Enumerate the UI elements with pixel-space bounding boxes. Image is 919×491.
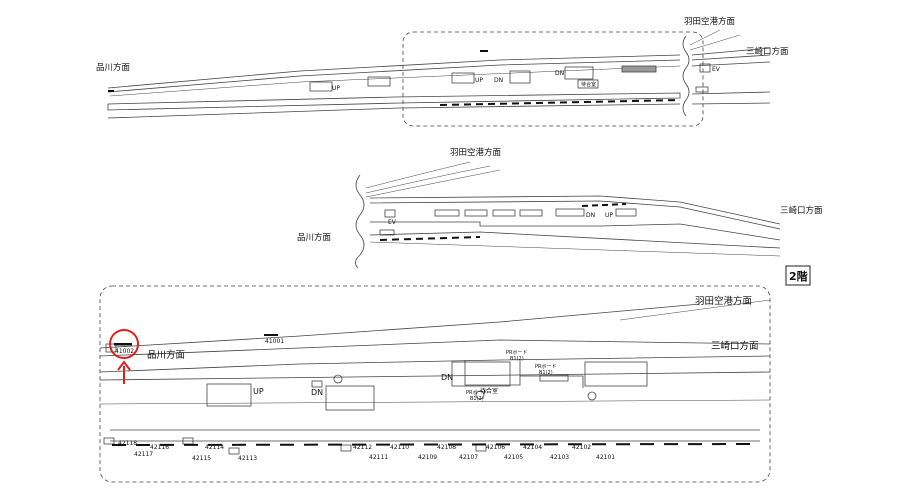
code-41001: 41001 — [265, 338, 284, 345]
top-diagram-labels: 羽田空港方面 三崎口方面 品川方面 UP UP DN DN 待合室 EV — [96, 16, 789, 92]
floor-badge: 2階 — [785, 265, 811, 286]
code-bottom: 42101 — [596, 454, 615, 461]
mid-ev-label: EV — [388, 219, 397, 226]
top-dn-label: DN — [494, 77, 503, 84]
top-diagram — [107, 29, 771, 127]
code-bottom: 42111 — [369, 454, 388, 461]
mid-dir-haneda: 羽田空港方面 — [450, 147, 502, 158]
top-ev-label: EV — [712, 66, 721, 73]
top-dir-haneda: 羽田空港方面 — [684, 16, 736, 27]
mid-dir-shinagawa: 品川方面 — [297, 232, 332, 243]
main-dn-label: DN — [311, 388, 323, 397]
code-top: 42102 — [572, 444, 591, 451]
code-top: 42118 — [118, 440, 137, 447]
main-up-label: UP — [253, 387, 264, 396]
code-top: 42112 — [353, 444, 372, 451]
middle-diagram-labels: 羽田空港方面 三崎口方面 品川方面 EV DN UP — [297, 147, 823, 243]
floor-badge-text: 2階 — [789, 269, 808, 283]
main-dir-shinagawa: 品川方面 — [147, 349, 185, 361]
code-bottom: 42117 — [134, 451, 153, 458]
top-dir-shinagawa: 品川方面 — [96, 62, 131, 73]
top-dir-misaki: 三崎口方面 — [746, 46, 789, 57]
code-top: 42110 — [390, 444, 409, 451]
code-top: 42104 — [523, 444, 542, 451]
middle-diagram — [355, 161, 781, 269]
pr-board-3: PRボード — [466, 389, 488, 396]
top-up-label: UP — [332, 85, 340, 92]
pr-board-1-sub: B1(2) — [510, 356, 524, 362]
highlight-marker — [109, 329, 139, 384]
code-bottom: 42105 — [504, 454, 523, 461]
main-dir-misaki: 三崎口方面 — [711, 340, 759, 352]
main-waiting-label: 待合室 — [480, 387, 498, 395]
mid-dn-label: DN — [586, 212, 595, 219]
code-top: 42114 — [205, 444, 224, 451]
top-dn2-label: DN — [555, 70, 564, 77]
code-bottom: 42113 — [238, 455, 257, 462]
mid-up-label: UP — [605, 212, 613, 219]
highlight-code: 41002 — [115, 348, 134, 355]
main-diagram-labels: 羽田空港方面 三崎口方面 品川方面 41002 41001 UP DN DN 待… — [115, 295, 759, 462]
top-up2-label: UP — [475, 77, 483, 84]
pr-board-1: PRボード — [506, 349, 528, 356]
top-waiting-label: 待合室 — [581, 81, 596, 88]
mid-dir-misaki: 三崎口方面 — [780, 205, 823, 216]
main-diagram — [99, 285, 771, 483]
main-dn2-label: DN — [441, 373, 453, 382]
code-top: 42116 — [150, 444, 169, 451]
pr-board-3-sub: B1(2) — [470, 396, 484, 402]
code-bottom: 42103 — [550, 454, 569, 461]
code-bottom: 42107 — [459, 454, 478, 461]
code-bottom: 42109 — [418, 454, 437, 461]
pr-board-2: PRボード — [535, 363, 557, 370]
main-dir-haneda: 羽田空港方面 — [695, 295, 752, 307]
code-top: 42106 — [486, 444, 505, 451]
code-top: 42108 — [437, 444, 456, 451]
code-bottom: 42115 — [192, 455, 211, 462]
pr-board-2-sub: B1(2) — [539, 370, 553, 376]
